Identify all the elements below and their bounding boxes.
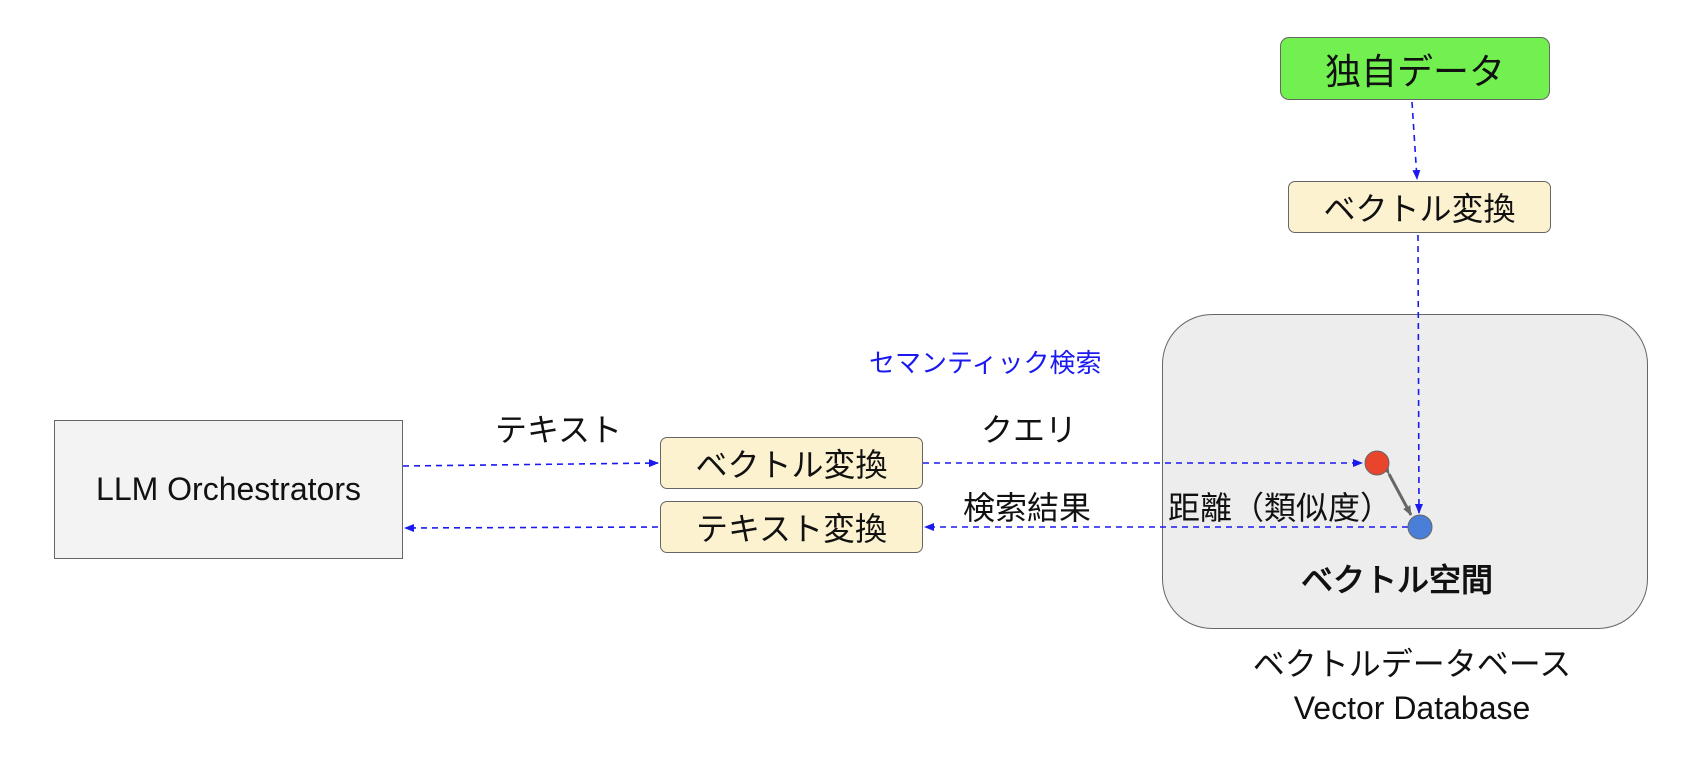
caption-en: Vector Database (1293, 690, 1531, 726)
vectorize-data-box[interactable]: ベクトル変換 (1288, 181, 1551, 233)
caption-jp: ベクトルデータベース (1252, 645, 1572, 683)
llm-orchestrators-box[interactable]: LLM Orchestrators (54, 420, 403, 559)
query-vector-point (1364, 450, 1390, 476)
text-to-vectorize-arrow (402, 459, 659, 468)
data-vector-point (1407, 514, 1433, 540)
distance-label: 距離（類似度） (1168, 489, 1393, 527)
vector-database-caption: ベクトルデータベース Vector Database (1212, 642, 1612, 730)
result-to-llm-arrow (404, 523, 659, 532)
text-convert-box[interactable]: テキスト変換 (660, 501, 923, 553)
query-label: クエリ (981, 411, 1078, 449)
own-data-to-vectorize-arrow (1411, 101, 1421, 180)
own-data-box[interactable]: 独自データ (1280, 37, 1550, 100)
text-label: テキスト (495, 411, 623, 449)
semantic-search-label: セマンティック検索 (869, 349, 1102, 379)
vectorize-query-box[interactable]: ベクトル変換 (660, 437, 923, 489)
distance-arrow (1381, 464, 1413, 516)
vectorize-to-space-arrow (1414, 234, 1423, 514)
vector-space-label: ベクトル空間 (1301, 561, 1494, 599)
search-result-label: 検索結果 (963, 489, 1092, 527)
